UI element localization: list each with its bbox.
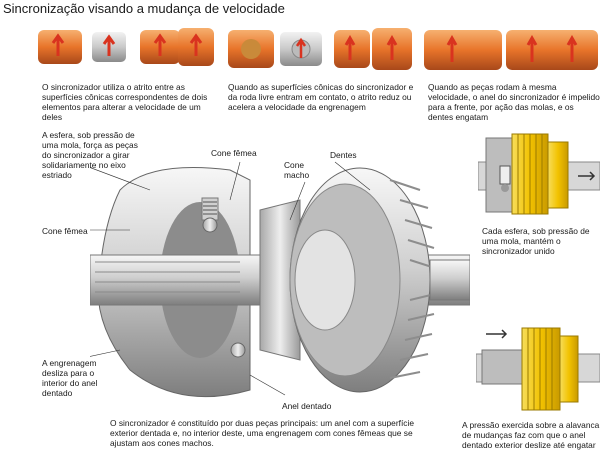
label-dentes: Dentes bbox=[330, 150, 357, 160]
step2-caption: Quando as superfícies cônicas do sincron… bbox=[228, 82, 414, 112]
step3-illustration bbox=[422, 22, 602, 76]
label-anel-dentado: Anel dentado bbox=[282, 401, 332, 411]
detail-bottom-caption: A pressão exercida sobre a alavanca de m… bbox=[462, 420, 600, 450]
detail-top-caption: Cada esfera, sob pressão de uma mola, ma… bbox=[482, 226, 590, 256]
step2-illustration bbox=[226, 22, 416, 76]
diagram-title: Sincronização visando a mudança de veloc… bbox=[3, 1, 285, 16]
detail-top-illustration bbox=[478, 128, 600, 220]
main-caption: O sincronizador é constituído por duas p… bbox=[110, 418, 414, 448]
step3-caption: Quando as peças rodam à mesma velocidade… bbox=[428, 82, 600, 122]
label-cone-femea-left: Cone fêmea bbox=[42, 226, 88, 236]
step1-illustration bbox=[36, 22, 216, 72]
label-esfera: A esfera, sob pressão de uma mola, força… bbox=[42, 130, 138, 180]
step1-caption: O sincronizador utiliza o atrito entre a… bbox=[42, 82, 208, 122]
label-cone-femea-top: Cone fêmea bbox=[211, 148, 257, 158]
label-cone-macho: Cone macho bbox=[284, 160, 310, 180]
synchronizer-cutaway bbox=[90, 150, 470, 420]
detail-bottom-illustration bbox=[476, 322, 600, 414]
label-engrenagem: A engrenagem desliza para o interior do … bbox=[42, 358, 98, 398]
